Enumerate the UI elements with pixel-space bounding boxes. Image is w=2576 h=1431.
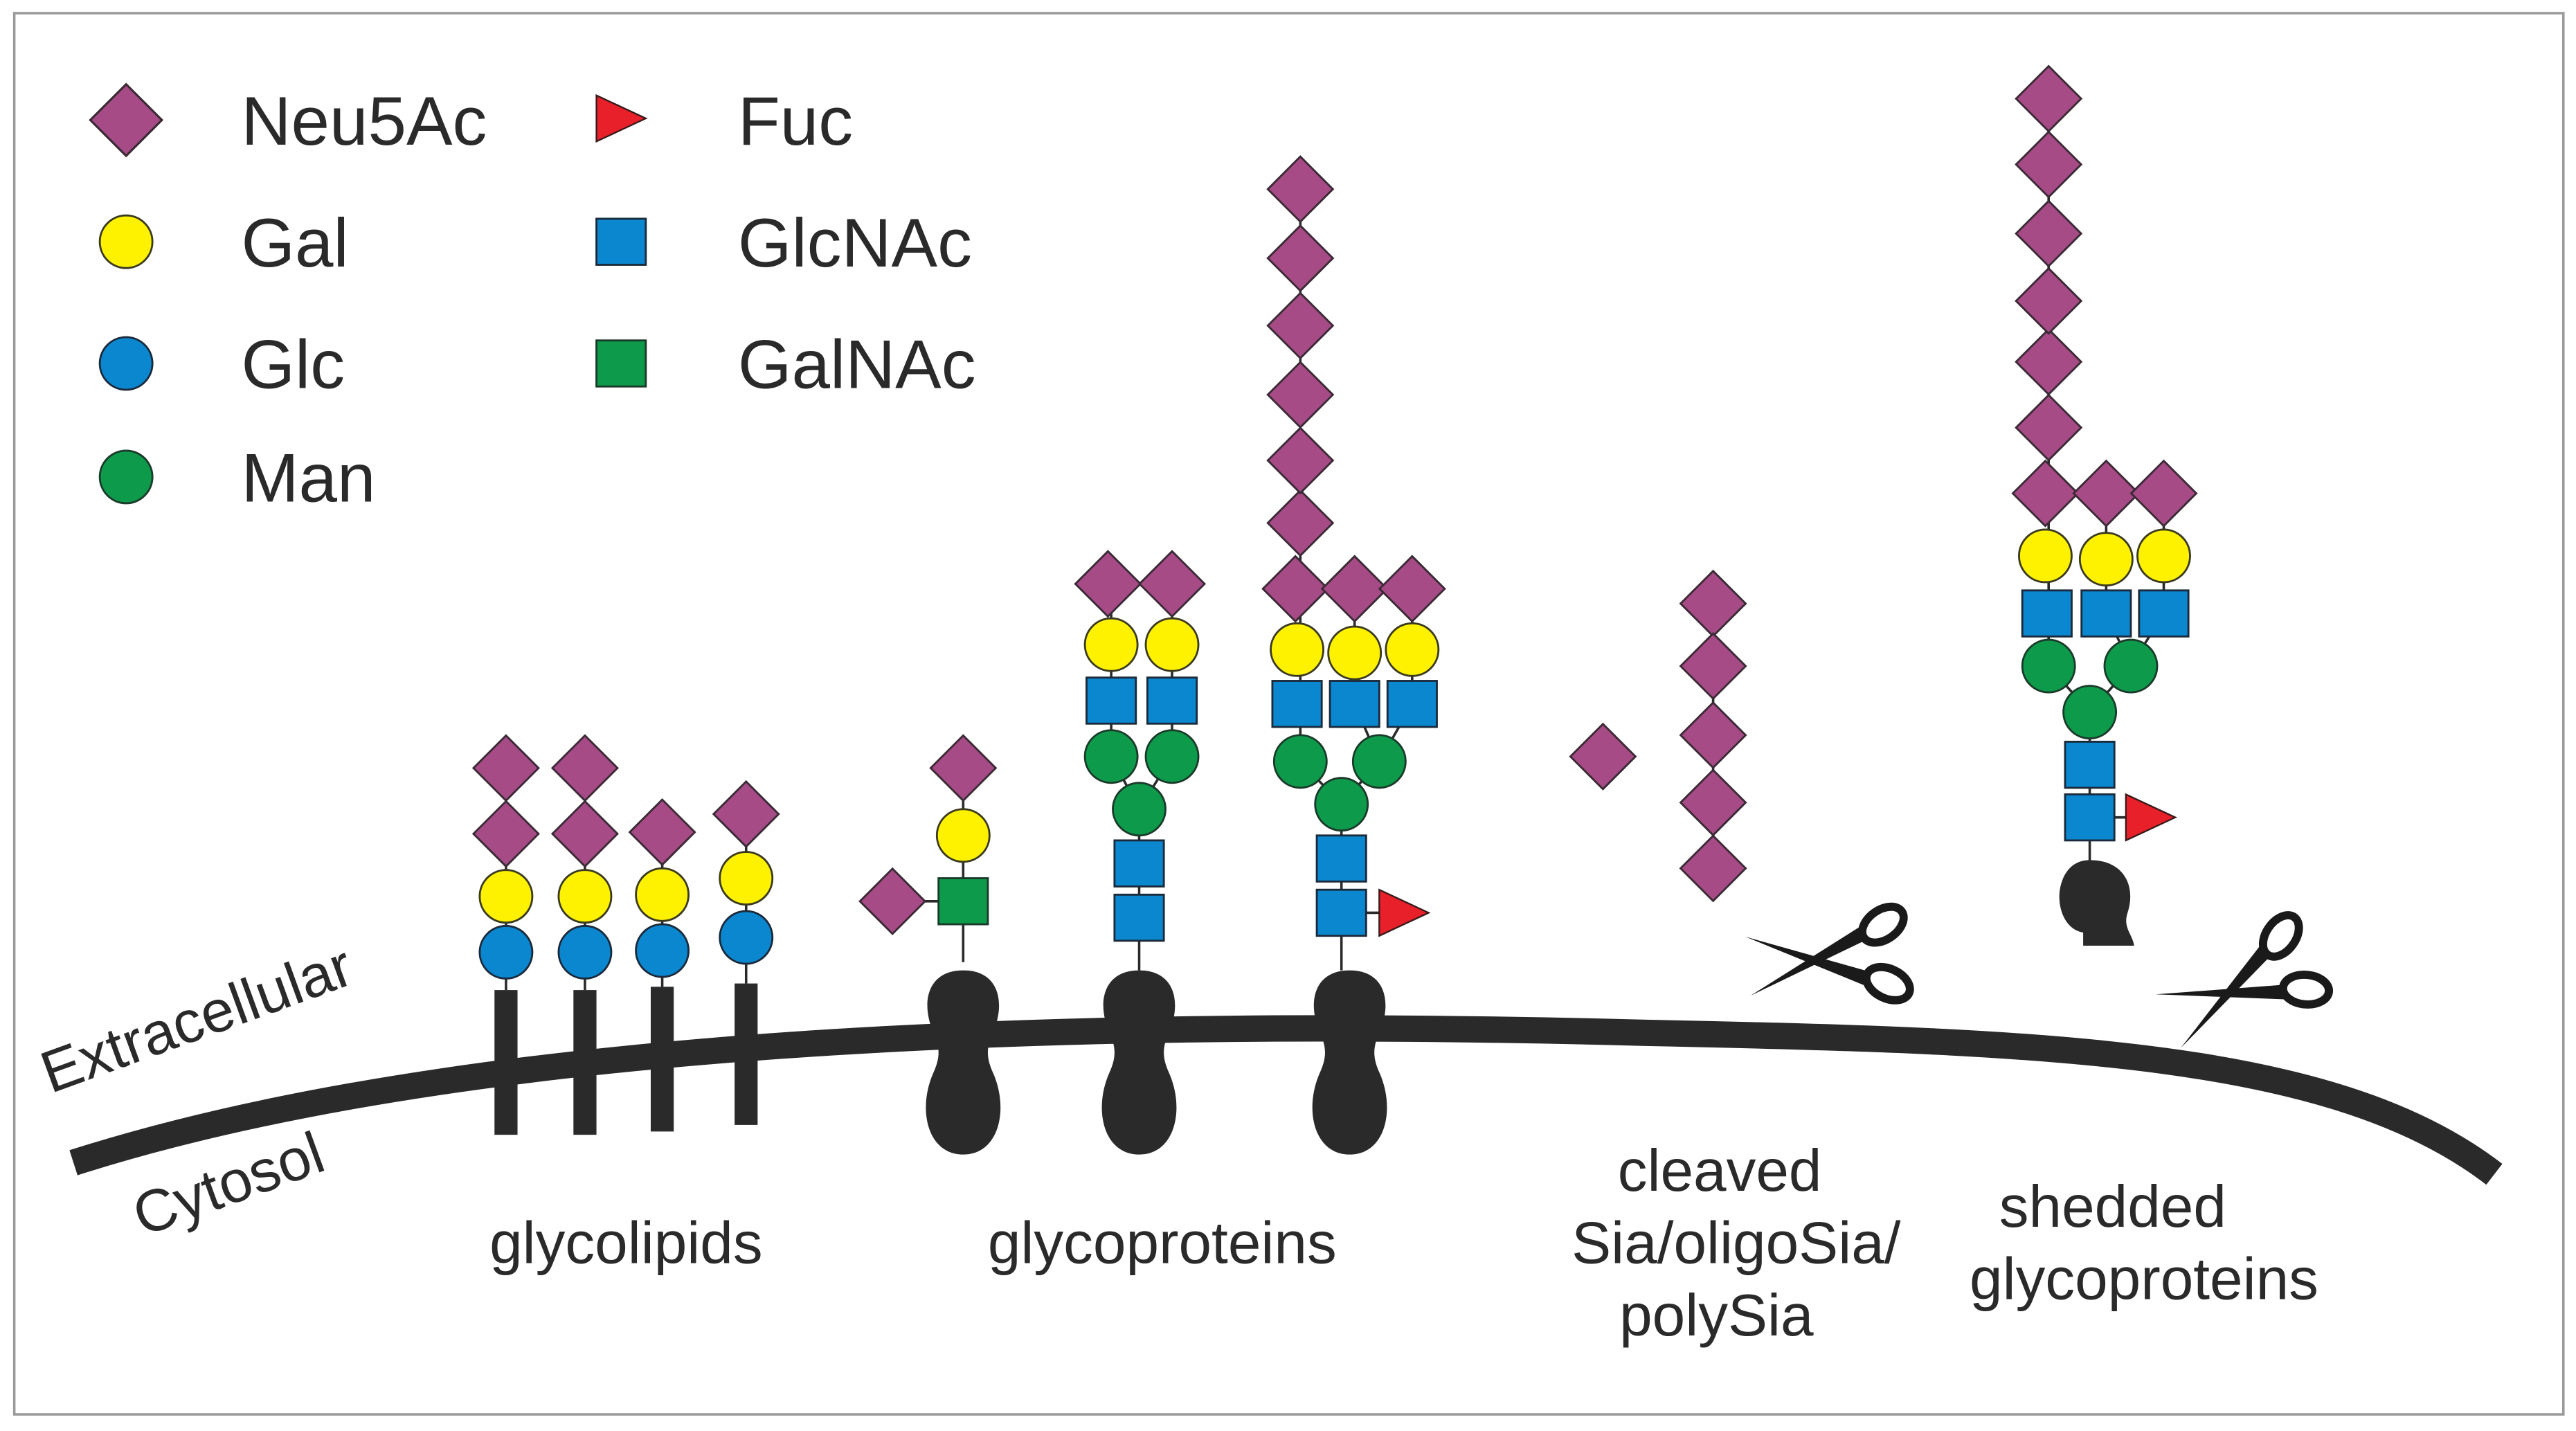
cleaved-sia-group bbox=[1569, 570, 1917, 1020]
legend-label-neu5ac: Neu5Ac bbox=[241, 83, 487, 160]
shed-glycoprotein bbox=[2011, 65, 2341, 1070]
galnac-symbol bbox=[595, 339, 647, 388]
lipid-anchor bbox=[573, 990, 597, 1135]
shed-protein-fragment bbox=[2059, 860, 2134, 946]
glycoprotein-biantennary bbox=[1074, 550, 1206, 1155]
lipid-anchor bbox=[650, 987, 674, 1132]
legend-label-glcnac: GlcNAc bbox=[738, 205, 972, 282]
cell-membrane bbox=[69, 1015, 2503, 1185]
lipid-anchor bbox=[735, 983, 758, 1125]
shed-label-line1: shedded bbox=[1999, 1174, 2226, 1240]
legend-label-gal: Gal bbox=[241, 205, 348, 282]
legend-label-galnac: GalNAc bbox=[738, 327, 976, 404]
legend: Neu5Ac Gal Glc Man Fuc GlcNAc GalNAc bbox=[89, 83, 976, 517]
legend-label-glc: Glc bbox=[241, 327, 345, 404]
glycoprotein-polysialylated bbox=[1261, 155, 1446, 1155]
legend-label-fuc: Fuc bbox=[738, 83, 853, 160]
gal-symbol bbox=[98, 214, 154, 269]
cleaved-label-line1: cleaved bbox=[1618, 1138, 1822, 1204]
glcnac-symbol bbox=[595, 217, 647, 266]
legend-label-man: Man bbox=[241, 440, 375, 517]
man-symbol bbox=[98, 449, 154, 505]
glycoprotein-o-glycan bbox=[858, 734, 1001, 1155]
lipid-anchor bbox=[494, 990, 518, 1135]
shed-label-line2: glycoproteins bbox=[1970, 1247, 2318, 1313]
glycolipids-label: glycolipids bbox=[489, 1210, 763, 1276]
cleaved-label-line2: Sia/oligoSia/ bbox=[1571, 1210, 1901, 1276]
cleaved-label-line3: polySia bbox=[1619, 1283, 1814, 1349]
glycolipid-group bbox=[472, 734, 780, 1135]
glc-symbol bbox=[98, 336, 154, 391]
glycoproteins-label: glycoproteins bbox=[988, 1210, 1337, 1276]
